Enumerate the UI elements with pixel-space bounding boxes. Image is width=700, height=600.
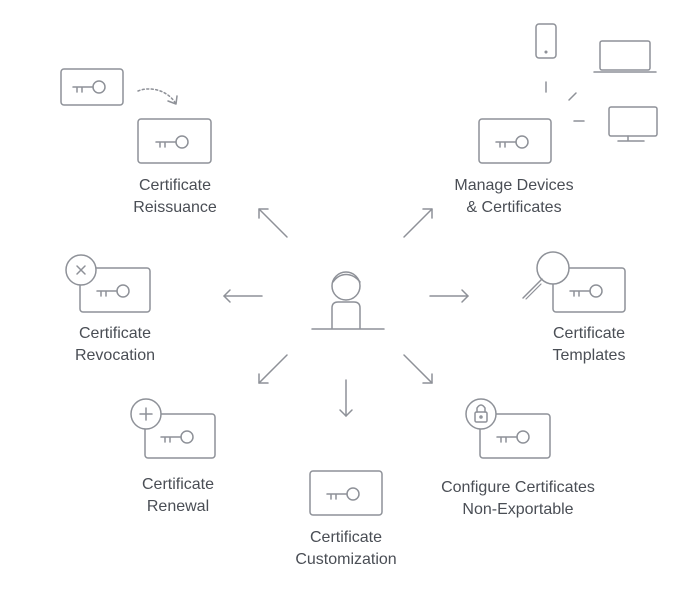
label-line: & Certificates — [466, 199, 562, 216]
arrow-to-reissuance — [258, 208, 288, 238]
label-line: Certificate — [309, 529, 383, 546]
label-line: Certificate — [78, 325, 152, 342]
certificate-reissue-icon — [60, 68, 212, 164]
label-certificate-reissuance: Certificate Reissuance — [115, 175, 235, 219]
label-line: Reissuance — [133, 199, 217, 216]
arrow-to-devices — [403, 208, 433, 238]
label-line: Renewal — [146, 498, 210, 515]
certificate-add-icon — [130, 398, 216, 459]
arrow-to-renewal — [258, 354, 288, 384]
arrow-to-customization — [339, 379, 353, 417]
label-line: Certificate — [141, 476, 215, 493]
label-line: Certificate — [552, 325, 626, 342]
label-certificate-templates: Certificate Templates — [529, 323, 649, 367]
arrow-to-nonexportable — [403, 354, 433, 384]
label-certificate-customization: Certificate Customization — [281, 527, 411, 571]
devices-icon — [478, 23, 658, 164]
arrow-to-templates — [429, 289, 469, 303]
label-line: Certificate — [138, 177, 212, 194]
certificate-search-icon — [522, 251, 626, 313]
label-line: Manage Devices — [454, 177, 574, 194]
arrow-to-revocation — [223, 289, 263, 303]
label-certificate-revocation: Certificate Revocation — [55, 323, 175, 367]
label-line: Revocation — [74, 347, 156, 364]
label-line: Configure Certificates — [441, 479, 595, 496]
certificate-icon — [309, 470, 383, 516]
label-configure-non-exportable: Configure Certificates Non-Exportable — [418, 477, 618, 521]
certificate-lock-icon — [465, 398, 551, 459]
label-line: Templates — [552, 347, 626, 364]
label-certificate-renewal: Certificate Renewal — [118, 474, 238, 518]
label-manage-devices: Manage Devices & Certificates — [434, 175, 594, 219]
label-line: Customization — [295, 551, 397, 568]
user-icon — [311, 271, 385, 330]
certificate-revoke-icon — [65, 254, 151, 313]
label-line: Non-Exportable — [462, 501, 574, 518]
